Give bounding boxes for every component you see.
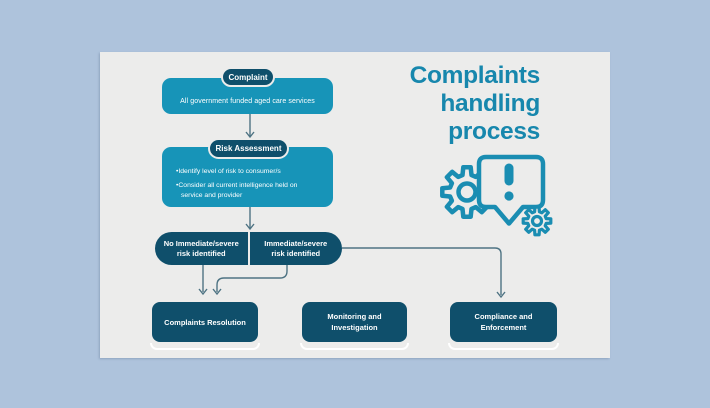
decision-no-immediate-risk: No Immediate/severe risk identified bbox=[163, 238, 239, 258]
arrowhead-icon bbox=[198, 288, 208, 296]
outcome-compliance-enforcement: Compliance and Enforcement bbox=[450, 302, 557, 342]
gear-icon-large bbox=[440, 165, 494, 219]
outcome-underline-bracket bbox=[448, 343, 559, 350]
outcome-monitoring-investigation: Monitoring and Investigation bbox=[302, 302, 407, 342]
decision-divider bbox=[247, 232, 250, 265]
complaint-step-label: Complaint bbox=[228, 72, 268, 82]
exclamation-icon bbox=[504, 163, 514, 201]
gear-icon-small bbox=[521, 205, 553, 237]
arrowhead-icon bbox=[245, 223, 255, 231]
complaint-step-pill: Complaint bbox=[221, 67, 275, 87]
speech-bubble-gears-icon bbox=[440, 154, 553, 237]
risk-assessment-pill: Risk Assessment bbox=[208, 138, 289, 159]
page-title: Complaints handling process bbox=[409, 62, 541, 145]
risk-assessment-bullet: •Identify level of risk to consumer/s bbox=[176, 168, 281, 175]
outcome-underline-bracket bbox=[150, 343, 260, 350]
outcome-complaints-resolution: Complaints Resolution bbox=[152, 302, 258, 342]
flowchart-card: All government funded aged care services… bbox=[100, 52, 610, 358]
connector-risk-to-compliance bbox=[342, 247, 502, 295]
connector-risk-to-resolution bbox=[216, 265, 288, 292]
complaint-scope-text: All government funded aged care services bbox=[180, 97, 315, 105]
risk-assessment-label: Risk Assessment bbox=[215, 144, 282, 153]
arrowhead-icon bbox=[212, 288, 222, 296]
risk-decision-pill: No Immediate/severe risk identified Imme… bbox=[155, 232, 342, 265]
arrowhead-icon bbox=[496, 291, 506, 299]
risk-assessment-bullet: •Consider all current intelligence held … bbox=[176, 181, 298, 200]
arrowhead-icon bbox=[245, 131, 255, 139]
outcome-underline-bracket bbox=[300, 343, 409, 350]
speech-bubble-icon bbox=[476, 154, 546, 226]
decision-immediate-risk: Immediate/severe risk identified bbox=[264, 238, 328, 258]
